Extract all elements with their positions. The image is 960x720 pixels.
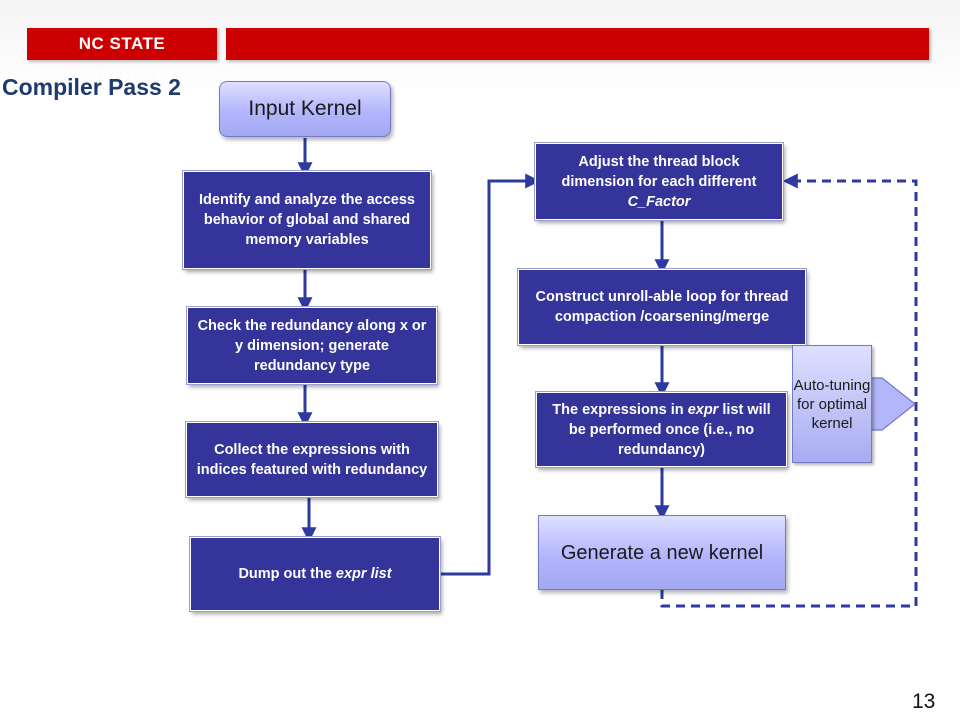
arrow-step4-to-step5 — [440, 173, 541, 576]
page-number: 13 — [912, 690, 936, 713]
step-adjust-block-box: Adjust the thread block dimension for ea… — [535, 143, 783, 220]
expr-italic: expr — [687, 401, 719, 418]
step-expressions-once-text: The expressions in expr list will be per… — [552, 401, 771, 458]
step-check-redundancy-box: Check the redundancy along x or y dimens… — [187, 307, 437, 384]
input-kernel-box: Input Kernel — [219, 81, 391, 137]
generate-kernel-label: Generate a new kernel — [560, 541, 764, 564]
auto-tuning-box: Auto-tuning for optimal kernel — [792, 345, 872, 463]
step-adjust-block-text: Adjust the thread block dimension for ea… — [561, 153, 757, 210]
step-identify-access-box: Identify and analyze the access behavior… — [183, 171, 431, 269]
feedback-dashed-loop — [660, 173, 918, 608]
auto-tuning-label: Auto-tuning for optimal kernel — [793, 376, 871, 432]
step-construct-loop-box: Construct unroll-able loop for thread co… — [518, 269, 806, 345]
step-collect-expressions-text: Collect the expressions with indices fea… — [196, 441, 428, 478]
step-identify-access-text: Identify and analyze the access behavior… — [199, 192, 415, 248]
slide-title: Compiler Pass 2 — [2, 74, 181, 100]
step-collect-expressions-box: Collect the expressions with indices fea… — [186, 422, 438, 497]
generate-kernel-box: Generate a new kernel — [538, 515, 786, 590]
step-check-redundancy-text: Check the redundancy along x or y dimens… — [197, 317, 427, 374]
university-logo: NC STATE UNIVERSITY — [27, 28, 217, 85]
cfactor-italic: C_Factor — [627, 193, 691, 210]
step-dump-exprlist-box: Dump out the expr list — [190, 537, 440, 611]
step-construct-loop-text: Construct unroll-able loop for thread co… — [535, 289, 789, 325]
header-red-bar — [226, 28, 929, 60]
input-kernel-label: Input Kernel — [248, 97, 362, 120]
step-dump-exprlist-text: Dump out the expr list — [238, 566, 392, 582]
step-expressions-once-box: The expressions in expr list will be per… — [536, 392, 787, 467]
exprlist-italic: expr list — [335, 566, 392, 582]
